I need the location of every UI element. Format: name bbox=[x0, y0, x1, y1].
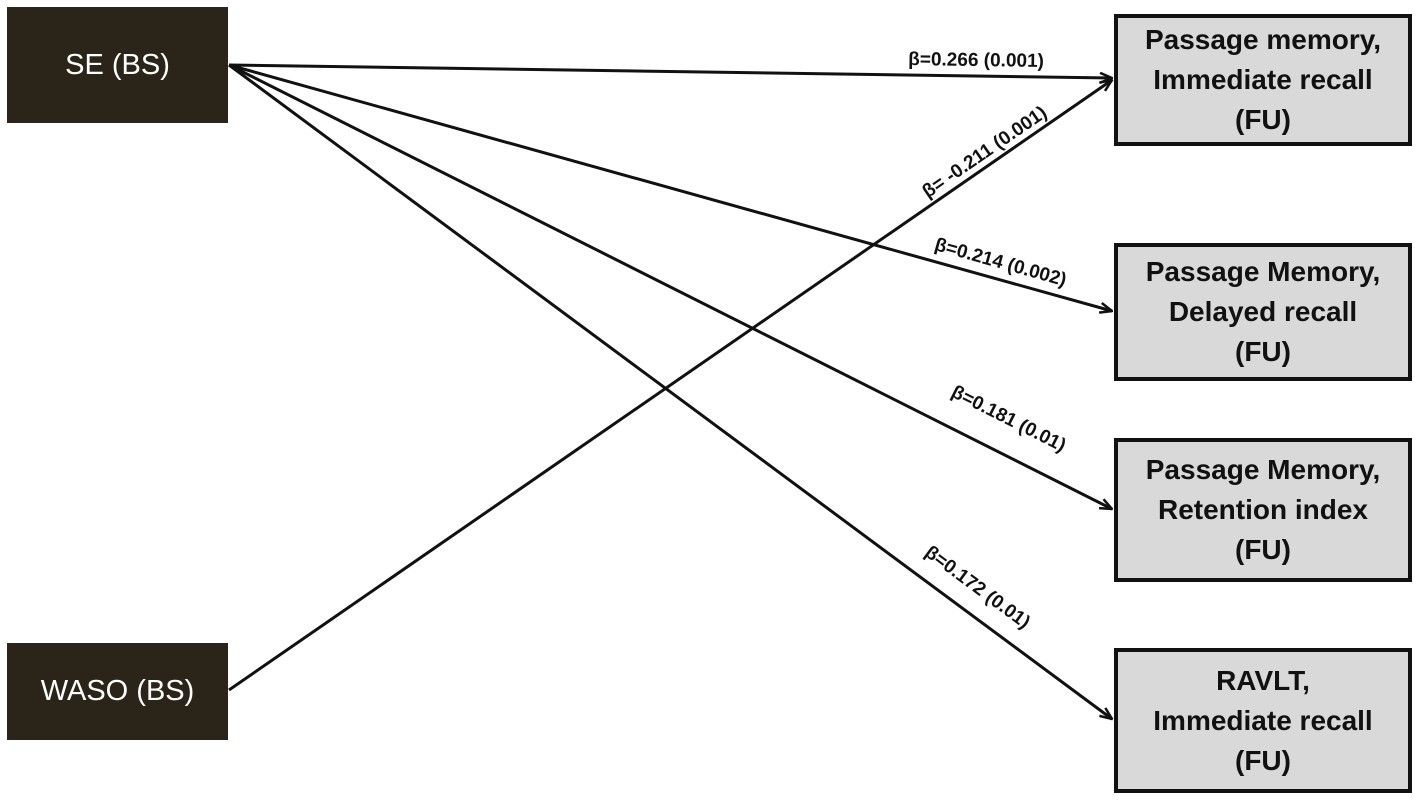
source-waso-label: WASO (BS) bbox=[40, 675, 195, 707]
target-line: (FU) bbox=[1235, 534, 1291, 565]
target-line: (FU) bbox=[1235, 104, 1291, 135]
target-line: Immediate recall bbox=[1153, 704, 1373, 736]
coef-se-passage-immediate: β=0.266 (0.001) bbox=[908, 49, 1044, 72]
target-line: (FU) bbox=[1235, 744, 1291, 776]
source-waso: WASO (BS) bbox=[7, 643, 228, 740]
target-line: Passage Memory, bbox=[1145, 454, 1381, 485]
source-se-label: SE (BS) bbox=[65, 48, 170, 81]
target-line: Passage Memory, bbox=[1145, 256, 1381, 287]
target-line: (FU) bbox=[1235, 336, 1291, 367]
target-ravlt-immediate: RAVLT, Immediate recall (FU) bbox=[1114, 648, 1412, 793]
target-line: Passage memory, bbox=[1144, 24, 1382, 55]
coef-waso-passage-immediate: β= -0.211 (0.001) bbox=[919, 102, 1051, 202]
target-passage-immediate: Passage memory, Immediate recall (FU) bbox=[1114, 14, 1412, 146]
target-line: Delayed recall bbox=[1168, 296, 1358, 327]
coef-se-passage-delayed: β=0.214 (0.002) bbox=[932, 234, 1068, 291]
target-line: RAVLT, bbox=[1216, 664, 1310, 696]
edge-se-ravlt bbox=[228, 63, 1112, 719]
edge-se-passage-immediate bbox=[228, 63, 1112, 78]
target-passage-delayed: Passage Memory, Delayed recall (FU) bbox=[1114, 243, 1412, 381]
edge-waso-passage-immediate bbox=[228, 80, 1112, 692]
target-line: Retention index bbox=[1157, 494, 1368, 525]
coef-se-passage-retention: β=0.181 (0.01) bbox=[948, 382, 1069, 457]
target-line: Immediate recall bbox=[1153, 64, 1373, 95]
edge-se-passage-delayed bbox=[228, 63, 1112, 311]
source-se: SE (BS) bbox=[7, 7, 228, 123]
target-passage-retention: Passage Memory, Retention index (FU) bbox=[1114, 438, 1412, 582]
edge-se-passage-retention bbox=[228, 63, 1112, 509]
